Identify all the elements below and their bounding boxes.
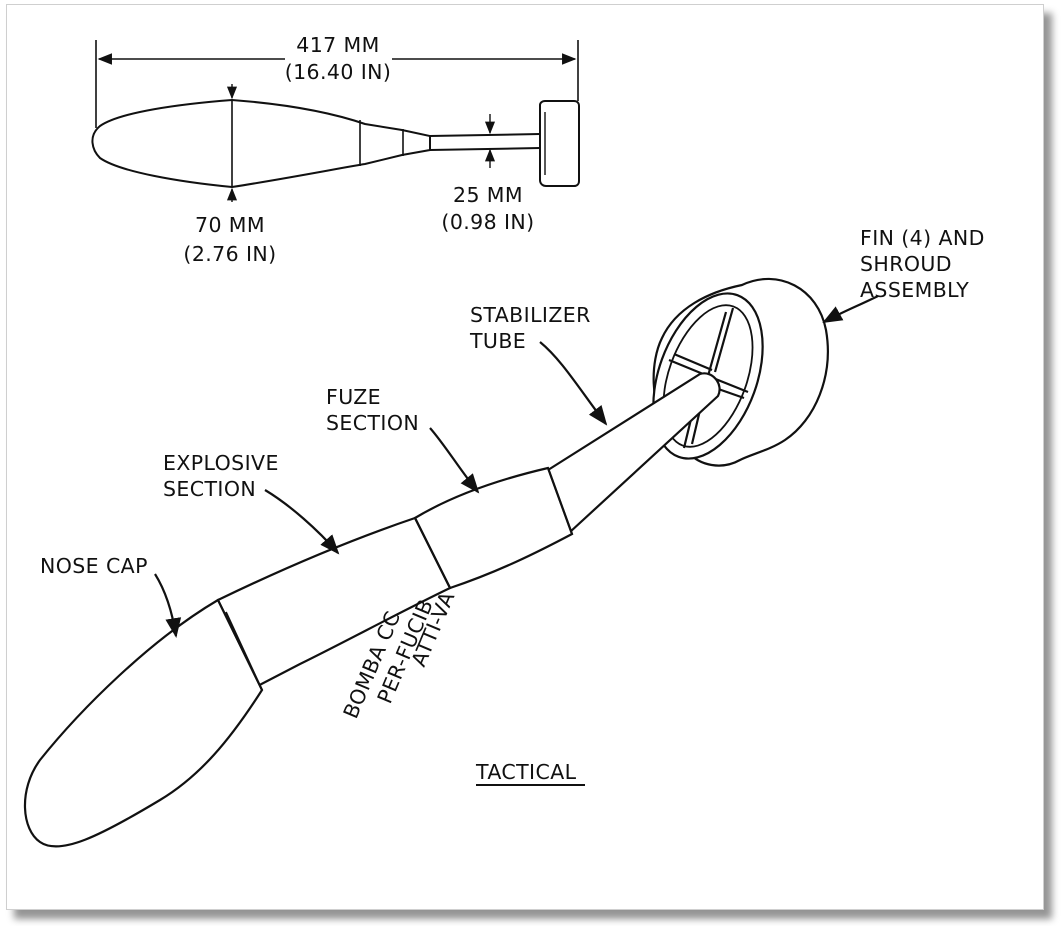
- body-diameter-in-label: (2.76 IN): [183, 242, 276, 266]
- explosive-section-label-line1: EXPLOSIVE: [163, 451, 279, 475]
- tube-diameter-mm-label: 25 MM: [453, 183, 523, 207]
- tube-diameter-in-label: (0.98 IN): [441, 210, 534, 234]
- fuze-section-label-line1: FUZE: [326, 385, 381, 409]
- overall-length-in-label: (16.40 IN): [285, 60, 392, 84]
- overall-length-mm-label: 417 MM: [296, 33, 379, 57]
- explosive-section-label-line2: SECTION: [163, 477, 256, 501]
- stabilizer-tube-leader: [539, 341, 608, 426]
- stabilizer-tube-label-line2: TUBE: [469, 329, 526, 353]
- nose-cap-leader: [154, 573, 182, 638]
- fuze-section-label-line2: SECTION: [326, 411, 419, 435]
- fin-shroud-label-line1: FIN (4) AND: [860, 226, 985, 250]
- explosive-section-leader: [264, 489, 340, 555]
- body-diameter-mm-label: 70 MM: [195, 213, 265, 237]
- isometric-view-drawing: [23, 277, 829, 848]
- fin-shroud-label-line2: SHROUD: [860, 252, 952, 276]
- fuze-section-leader: [429, 427, 480, 494]
- side-view-drawing: [91, 40, 580, 202]
- fin-shroud-label-line3: ASSEMBLY: [860, 278, 969, 302]
- fin-shroud-leader: [822, 295, 879, 323]
- stabilizer-tube-label-line1: STABILIZER: [470, 303, 591, 327]
- nose-cap-label: NOSE CAP: [40, 554, 148, 578]
- caption-tactical: TACTICAL: [475, 760, 577, 784]
